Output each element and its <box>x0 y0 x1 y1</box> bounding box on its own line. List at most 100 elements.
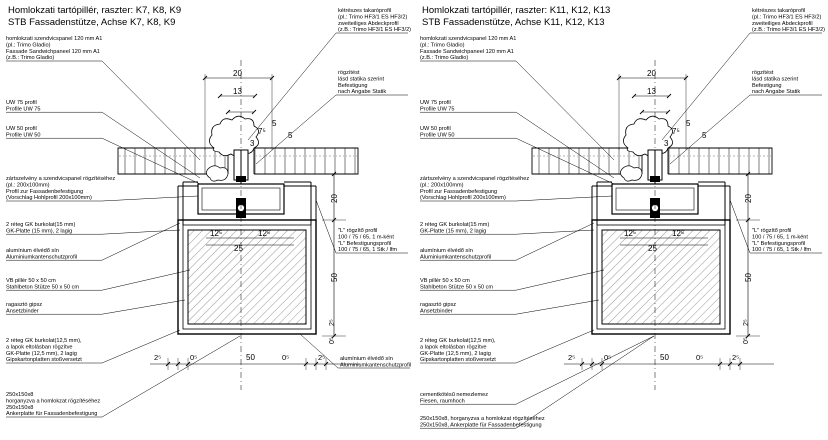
callout-left: 2 réteg GK burkolat(12,5 mm),a lapok elt… <box>420 329 595 364</box>
dim-label: 0⁵ <box>190 353 197 362</box>
callout-text: (z.B.: Trimo Gladio) <box>6 55 54 61</box>
dim-label: 50 <box>744 273 753 282</box>
callout-text: "L" Befestigungsprofil <box>752 241 805 247</box>
dim-label: 12⁵ <box>258 229 270 238</box>
callout-text: (Vorschlag Hohlprofil 200x100mm) <box>420 195 506 201</box>
callout-text: 2 réteg GK burkolat(15 mm) <box>420 222 489 228</box>
detail-drawing: Homlokzati tartópillér, raszter: K11, K1… <box>420 5 825 429</box>
callout-text: VB pillér 50 x 50 cm <box>6 278 56 284</box>
callout-left: zártszelvény a szendvicspanel rögzítéséh… <box>6 176 199 202</box>
callout-left: 2 réteg GK burkolat(15 mm)GK-Platte (15 … <box>6 222 181 235</box>
callout-text: Fassade Sandwichpaneel 120 mm A1 <box>6 49 100 55</box>
callout-text: alumínium élvédő sín <box>420 248 473 254</box>
callout-text: "L" rögzítő profil <box>338 228 377 234</box>
callout-text: (z.B.: Trimo Gladio) <box>420 55 468 61</box>
callout-text: nach Angabe Statik <box>752 89 800 95</box>
callout-text: kétrészes takaróprofil <box>338 8 391 14</box>
callout-text: Profile UW 75 <box>420 106 455 112</box>
callout-left: 2 réteg GK burkolat(12,5 mm),a lapok elt… <box>6 329 181 364</box>
dim-label: 0⁵ <box>743 337 750 344</box>
callout-text: 100 / 75 / 65, 1 Stk / lfm <box>338 247 397 253</box>
callout-text: "L" Befestigungsprofil <box>338 241 391 247</box>
sheet-subtitle: STB Fassadenstütze, Achse K7, K8, K9 <box>8 17 175 28</box>
dim-label: 7⁵ <box>672 127 680 136</box>
callout-text: (z.B.: Trimo HF3/1 ES HF3/2) <box>338 27 411 33</box>
callout-text: lásd statika szerint <box>338 76 384 82</box>
concrete-column <box>591 219 731 335</box>
callout-text: nach Angabe Statik <box>338 89 386 95</box>
callout-text: GK-Platte (15 mm), 2 lagig <box>6 228 72 234</box>
callout-text: Gipskartonplatten stoßversetzt <box>6 357 82 363</box>
sheet-title: Homlokzati tartópillér, raszter: K7, K8,… <box>8 5 181 16</box>
dim-label: 5 <box>702 131 707 140</box>
callout-text: 100 / 75 / 65, 1 m-ként <box>752 234 808 240</box>
dim-label: 12⁵ <box>672 229 684 238</box>
callout-text: Ansetzbinder <box>420 308 453 314</box>
callout-text: 2 réteg GK burkolat(12,5 mm), <box>420 338 496 344</box>
callout-text: (Vorschlag Hohlprofil 200x100mm) <box>6 195 92 201</box>
callout-text: a lapok eltolásban rögzítve <box>6 344 73 350</box>
callout-text: 2 réteg GK burkolat(12,5 mm), <box>6 338 82 344</box>
dim-label: 20 <box>233 69 242 78</box>
concrete-column <box>177 219 317 335</box>
callout-text: GK-Platte (15 mm), 2 lagig <box>420 228 486 234</box>
callout-text: ragasztó gipsz <box>6 302 42 308</box>
callout-text: Profile UW 75 <box>6 106 41 112</box>
dim-label: 13 <box>233 87 242 96</box>
dim-label: 3 <box>250 139 255 148</box>
callout-text: Fassade Sandwichpaneel 120 mm A1 <box>420 49 514 55</box>
callout-text: 100 / 75 / 65, 1 m-ként <box>338 234 394 240</box>
callout-text: 250x150x8 <box>6 392 33 398</box>
dim-label: 25 <box>234 244 243 253</box>
callout-text: alumínium élvédő sín <box>6 248 59 254</box>
callout-text: (pl.: Trimo HF3/1 ES HF3/2) <box>338 14 407 20</box>
cover-profile-cloud <box>623 115 673 157</box>
sheet-subtitle: STB Fassadenstütze, Achse K11, K12, K13 <box>422 17 605 28</box>
callout-text: homlokzati szendvicspanel 120 mm A1 <box>6 36 102 42</box>
callout-text: Profile UW 50 <box>6 132 41 138</box>
callout-text: Befestigung <box>338 83 368 89</box>
callout-text: 250x150x8 <box>6 405 33 411</box>
callout-left: 250x150x8, horganyzva a homlokzat rögzít… <box>420 335 655 429</box>
callout-text: zártszelvény a szendvicspanel rögzítéséh… <box>420 176 529 182</box>
callout-text: cementkötésű nemezlemez <box>420 392 488 398</box>
callout-text: Profile UW 50 <box>420 132 455 138</box>
callout-text: Profil zur Fassadenbefestigung <box>6 189 83 195</box>
callout-text: (pl.: Trimo HF3/1 ES HF3/2) <box>752 14 821 20</box>
dim-label: 2⁵ <box>318 353 325 362</box>
dim-label: 0⁵ <box>604 353 611 362</box>
dim-label: 0⁵ <box>329 337 336 344</box>
callout-text: Befestigung <box>752 83 782 89</box>
callout-left: zártszelvény a szendvicspanel rögzítéséh… <box>420 176 613 202</box>
dim-label: 5 <box>272 119 277 128</box>
callout-text: ragasztó gipsz <box>420 302 456 308</box>
callout-left: homlokzati szendvicspanel 120 mm A1(pl.:… <box>420 36 615 161</box>
detail-drawing: Homlokzati tartópillér, raszter: K7, K8,… <box>6 5 411 418</box>
dim-label: 2⁵ <box>568 353 575 362</box>
callout-text: (z.B.: Trimo HF3/1 ES HF3/2) <box>752 27 825 33</box>
dim-label: 0⁵ <box>282 353 289 362</box>
callout-text: Aluminiumkantenschutzprofil <box>340 362 411 368</box>
dim-label: 2⁵ <box>732 353 739 362</box>
dim-label: 7⁵ <box>258 127 266 136</box>
dim-label: 25 <box>648 244 657 253</box>
callout-text: zweiteiliges Abdeckprofil <box>338 21 399 27</box>
dim-label: 2⁵ <box>329 319 336 326</box>
callout-left: alumínium élvédő sínAluminiumkantenschut… <box>6 222 181 261</box>
callout-text: UW 75 profil <box>6 100 37 106</box>
callout-text: (pl.: Trimo Gladio) <box>420 42 465 48</box>
callout-text: Stahlbeton Stütze 50 x 50 cm <box>420 284 493 290</box>
callout-right: kétrészes takaróprofil(pl.: Trimo HF3/1 … <box>661 8 825 141</box>
detail-sheet-right: Homlokzati tartópillér, raszter: K11, K1… <box>414 0 828 440</box>
dim-label: 0⁵ <box>696 353 703 362</box>
detail-sheet-left: Homlokzati tartópillér, raszter: K7, K8,… <box>6 5 411 418</box>
